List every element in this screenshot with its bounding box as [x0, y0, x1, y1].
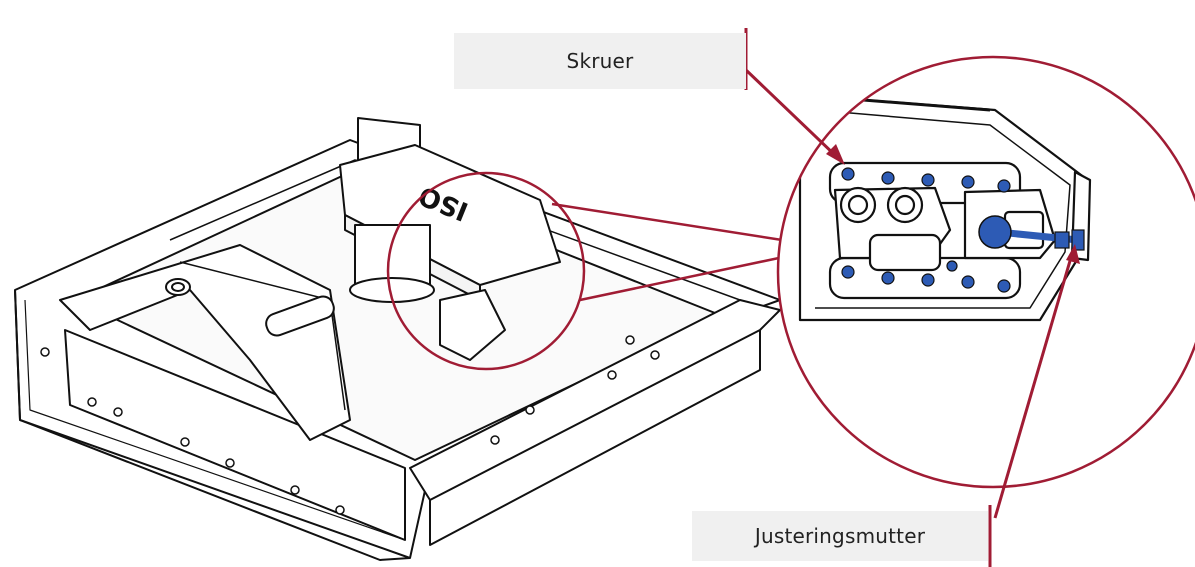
bolt-icon [921, 273, 935, 287]
adjusting-nut-label: Justeringsmutter [692, 511, 988, 561]
bolt-icon [881, 271, 895, 285]
bolt-icon [841, 167, 855, 181]
detail-area-circle [386, 171, 586, 371]
zoom-connector-bottom [579, 253, 794, 302]
adjusting-nut-icon [978, 215, 1012, 249]
screws-arrowhead [826, 144, 845, 165]
bolt-icon [921, 173, 935, 187]
zoom-circle [776, 55, 1195, 489]
hitch-frame [59, 244, 351, 441]
bolt-icon [997, 279, 1011, 293]
right-rail [409, 299, 781, 501]
bolt-icon [881, 171, 895, 185]
bolt-icon [946, 260, 958, 272]
nut-pointer [993, 253, 1074, 519]
bolt-icon [841, 265, 855, 279]
nut-arrowhead [1066, 244, 1080, 264]
bolt-icon [961, 275, 975, 289]
hydraulic-motor [439, 289, 506, 361]
bolt-icon [961, 175, 975, 189]
zoom-connector-top [551, 202, 783, 242]
screws-pointer [744, 68, 840, 160]
bolt-icon [997, 179, 1011, 193]
screws-label: Skruer [454, 33, 746, 89]
mower-deck: ISO [14, 117, 781, 561]
zoom-detail [778, 57, 1195, 487]
